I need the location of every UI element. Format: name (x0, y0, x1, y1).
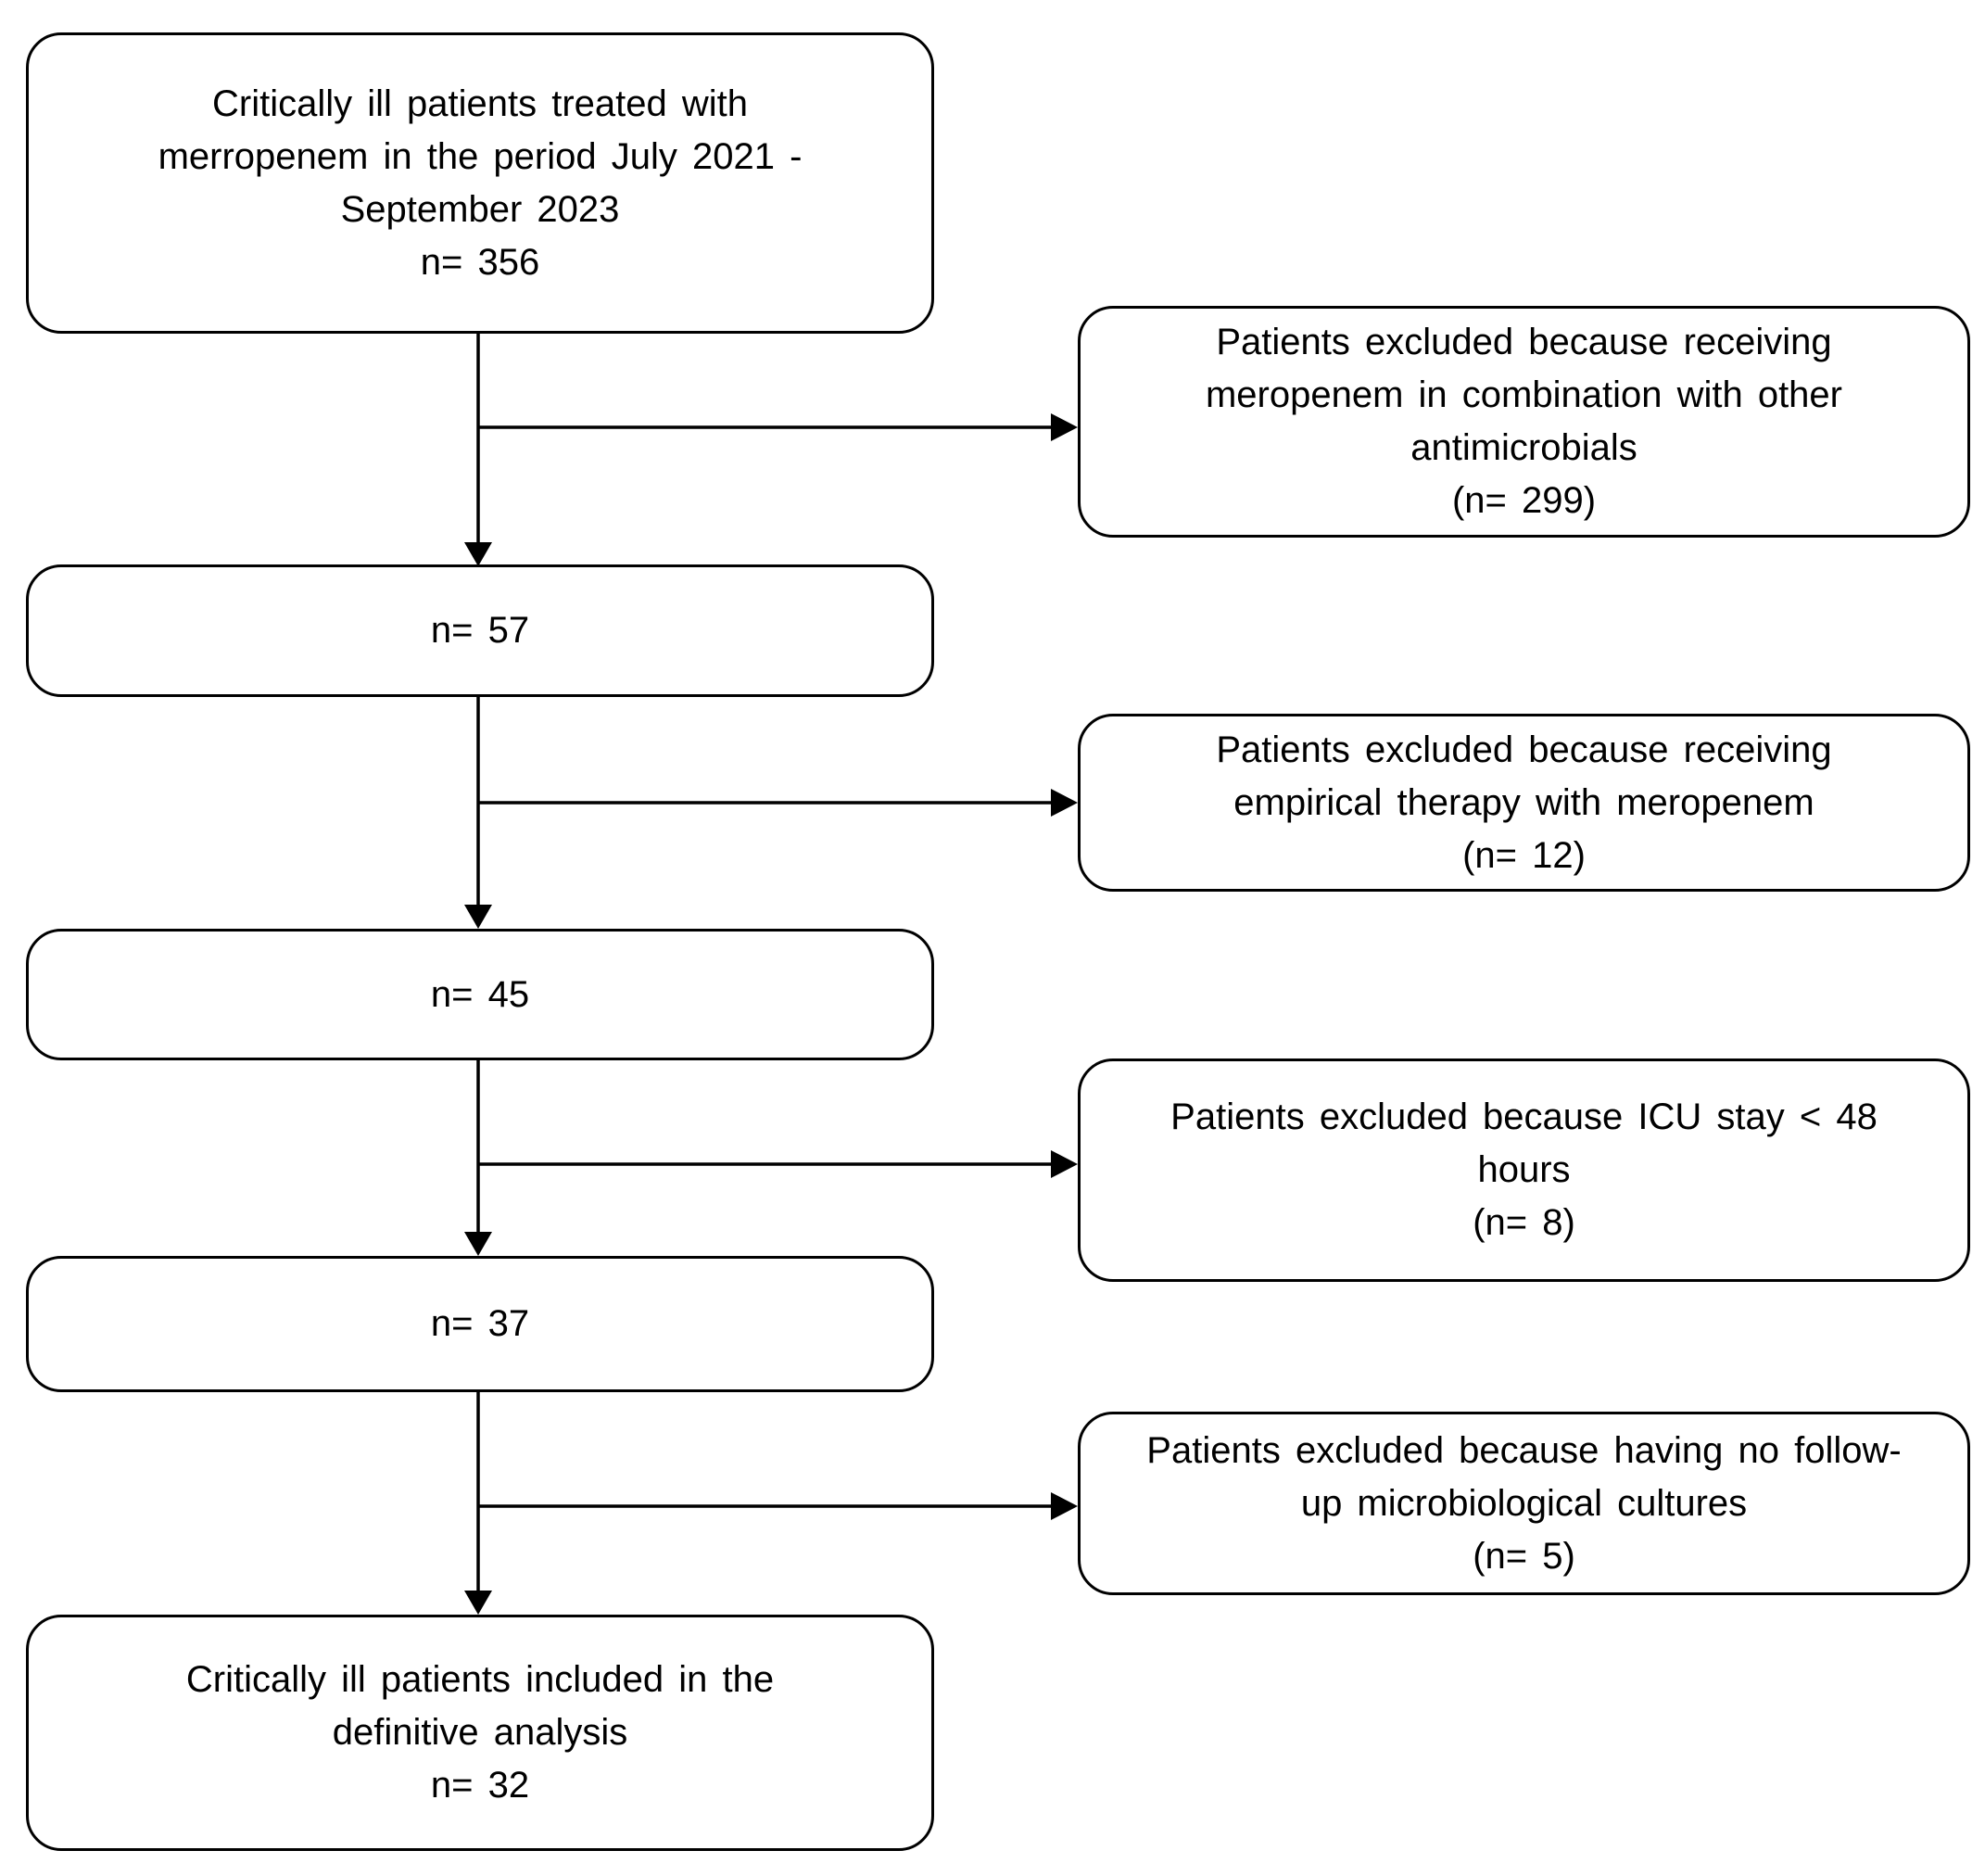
flow-box-n45: n= 45 (26, 929, 934, 1060)
flow-box-n57: n= 57 (26, 564, 934, 697)
flow-box-n37: n= 37 (26, 1256, 934, 1392)
exclusion-box-empirical-therapy: Patients excluded because receiving empi… (1078, 714, 1970, 892)
flow-box-initial-population: Critically ill patients treated with mer… (26, 32, 934, 334)
arrowhead-down-1 (464, 542, 492, 566)
arrowhead-down-4 (464, 1591, 492, 1615)
arrowhead-right-4 (1051, 1492, 1078, 1520)
flow-box-final-analysis: Critically ill patients included in the … (26, 1615, 934, 1851)
exclusion-box-no-followup-cultures: Patients excluded because having no foll… (1078, 1412, 1970, 1595)
exclusion-box-icu-stay: Patients excluded because ICU stay < 48 … (1078, 1058, 1970, 1282)
arrowhead-down-3 (464, 1232, 492, 1256)
arrowhead-down-2 (464, 905, 492, 929)
exclusion-box-combination-therapy: Patients excluded because receiving mero… (1078, 306, 1970, 538)
arrowhead-right-1 (1051, 413, 1078, 441)
arrowhead-right-3 (1051, 1150, 1078, 1178)
arrowhead-right-2 (1051, 789, 1078, 817)
